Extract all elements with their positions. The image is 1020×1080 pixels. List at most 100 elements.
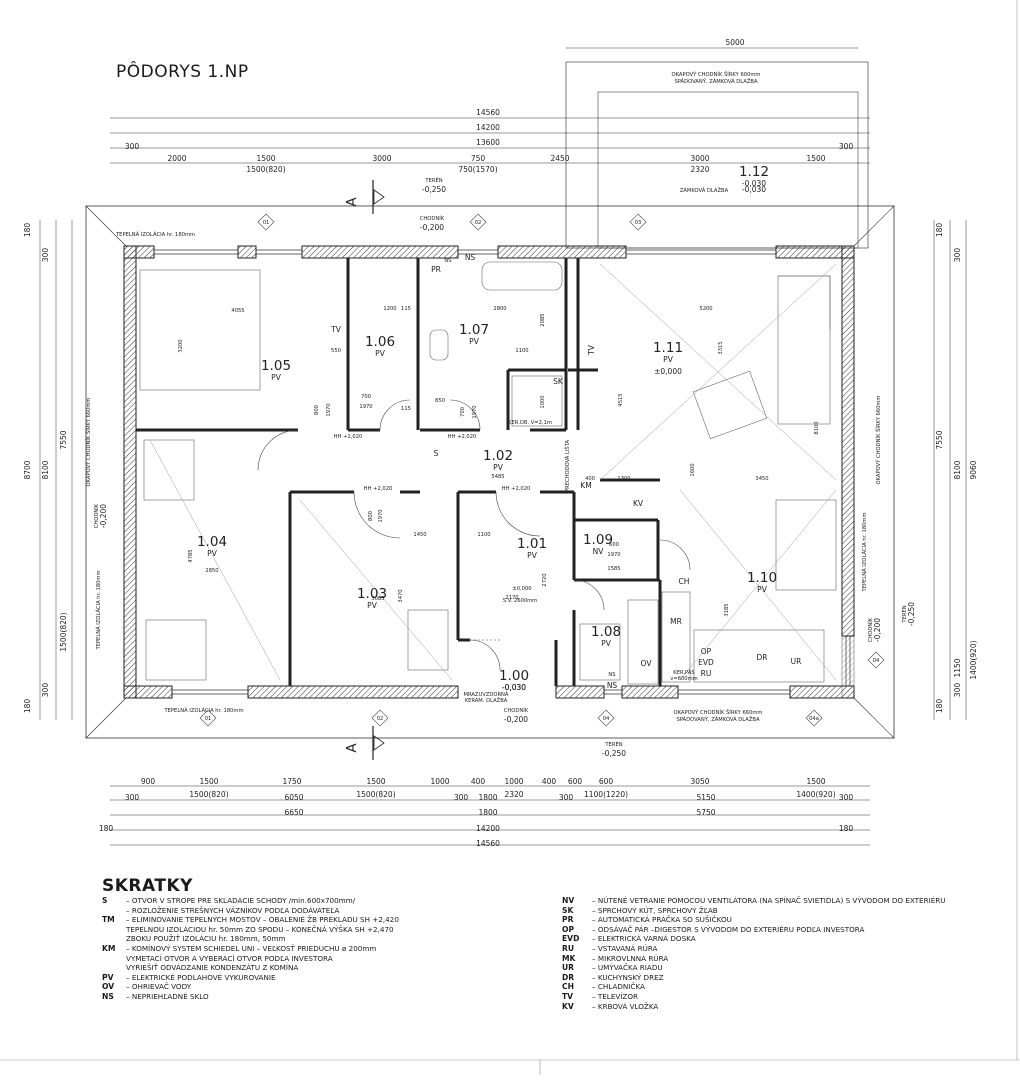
section-mark: A [344,197,360,207]
legend-row: ZBOKU POUŽIŤ IZOLÁCIU hr. 180mm, 50mm [102,934,486,944]
legend-key: RU [562,943,575,953]
partitions [136,258,662,686]
legend-key: TM [102,915,115,925]
label-chodnik: CHODNÍK [93,503,100,528]
inner-dim: 1970 [607,552,620,558]
dim-label: 14560 [476,839,500,848]
inner-dim: 1450 [413,532,426,538]
dim-label: 5750 [696,808,715,817]
legend-text: – VSTAVANÁ RÚRA [592,943,658,953]
fixture-tag: NS [607,681,618,690]
level-value: -0,250 [602,749,626,758]
legend-row: TM – ELIMINOVANIE TEPELNÝCH MOSTOV – OBAL… [102,915,486,925]
dim-label: 2000 [167,154,186,163]
label-teren: TERÉN [424,176,442,184]
inner-dim: 600 [609,542,619,548]
legend-key [102,954,126,964]
dim-label: 180 [839,824,854,833]
legend-row: NV– NÚTENÉ VETRANIE POMOCOU VENTILÁTORA … [562,896,952,906]
inner-dim: 3085 [371,596,384,602]
legend-key [102,934,126,944]
label-opaque-glass: NS [444,258,451,264]
dim-label: 1500(820) [356,790,395,799]
room-level: ±0,000 [654,367,682,376]
legend-key [102,906,126,916]
inner-dim: 1970 [359,404,372,410]
roof-hip-line [85,697,127,739]
inner-dim: 1100 [515,348,528,354]
legend-key: MK [562,953,576,963]
dim-label: 300 [125,793,140,802]
label-eave-path: OKAPOVÝ CHODNÍK ŠÍRKY 660mm [674,709,763,716]
legend-right: NV– NÚTENÉ VETRANIE POMOCOU VENTILÁTORA … [562,896,952,1011]
fixture-tag: PR [431,265,441,274]
dim-label: 7550 [935,430,944,449]
inner-dim: 4515 [618,393,624,406]
label-chodnik: CHODNÍK [420,215,445,222]
legend-text: – MIKROVLNNÁ RÚRA [592,953,669,963]
room-diagonals [149,263,837,681]
room-code: -0,030 [742,179,766,188]
inner-dim: 800 [314,405,320,415]
legend-row: TEPELNOU IZOLÁCIOU hr. 50mm ZO SPODU – K… [102,925,486,935]
level-value: ±0,000 [512,586,531,592]
legend-row: VYRIEŠIŤ ODVÁDZANIE KONDENZÁTU Z KOMÍNA [102,963,486,973]
fixture-tag: TV [330,325,342,334]
inner-dim: 3185 [724,603,730,616]
inner-dim: 1300 [617,476,630,482]
fixture-tag: OV [641,659,653,668]
room-code: -0,030 [502,683,526,692]
inner-dim: 2720 [542,573,548,586]
label-outdoor-tiles: MRAZUVZDORNÁ [464,691,509,698]
grid-bubbles [199,213,885,727]
inner-dim: 3450 [755,476,768,482]
terrace-paving [597,91,859,249]
drawing-title: PÔDORYS 1.NP [116,62,249,82]
legend-row: NS– NEPRIEHĽADNÉ SKLO [102,992,486,1002]
dim-label: 180 [23,223,32,238]
legend-text: ZBOKU POUŽIŤ IZOLÁCIU hr. 180mm, 50mm [126,934,286,944]
legend-text: – SPRCHOVÝ KÚT, SPRCHOVÝ ŽĽAB [592,905,718,915]
dim-label: 1500 [806,154,825,163]
legend-text: – NEPRIEHĽADNÉ SKLO [126,991,209,1001]
label-tiles: KER.PÁS [673,669,694,676]
fixture-tag: KV [633,499,644,508]
inner-dim: 700 [460,407,466,417]
dim-label: 1500(820) [189,790,228,799]
dim-label: 8100 [41,460,50,479]
inner-dim: 3470 [398,589,404,602]
dim-label: 180 [935,223,944,238]
room-code: PV [207,549,218,558]
legend-row: KM– KOMÍNOVÝ SYSTÉM SCHIEDEL UNI – VEĽKO… [102,944,486,954]
fixture-tag: KM [580,481,591,490]
legend-key: NV [562,896,575,905]
fixture-tag: DR [757,653,768,662]
inner-dim: 115 [401,406,411,412]
legend-key: OV [102,982,115,992]
dim-label: 6050 [284,793,303,802]
label-tiles: v=600mm [670,676,697,682]
dim-label: 8100 [953,460,962,479]
legend-row: UR– UMÝVAČKA RIADU [562,963,952,973]
dim-label: 5150 [696,793,715,802]
dim-label: 1500 [806,777,825,786]
legend-text: – ELIMINOVANIE TEPELNÝCH MOSTOV – OBALEN… [126,915,399,925]
label-insulation: TEPELNÁ IZOLÁCIA hr. 180mm [861,512,868,592]
room-number: 1.02 [483,448,513,464]
legend-text: – KUCHYNSKÝ DREZ [592,972,664,982]
fixture-tag: CH [679,577,690,586]
dim-label: 1500 [256,154,275,163]
fixture-tag: TV [587,344,596,356]
legend-row: DR– KUCHYNSKÝ DREZ [562,973,952,983]
inner-dim: 1970 [378,509,384,522]
legend-text: – CHLADNIČKA [592,982,645,992]
level-value: -0,030 [742,185,766,194]
room-code: PV [527,551,538,560]
legend-text: – ODSÁVAČ PÁR –DIGESTOR S VÝVODOM DO EXT… [592,924,865,934]
dim-label: 3000 [372,154,391,163]
legend-row: S– OTVOR V STROPE PRE SKLADACIE SCHODY /… [102,896,486,906]
